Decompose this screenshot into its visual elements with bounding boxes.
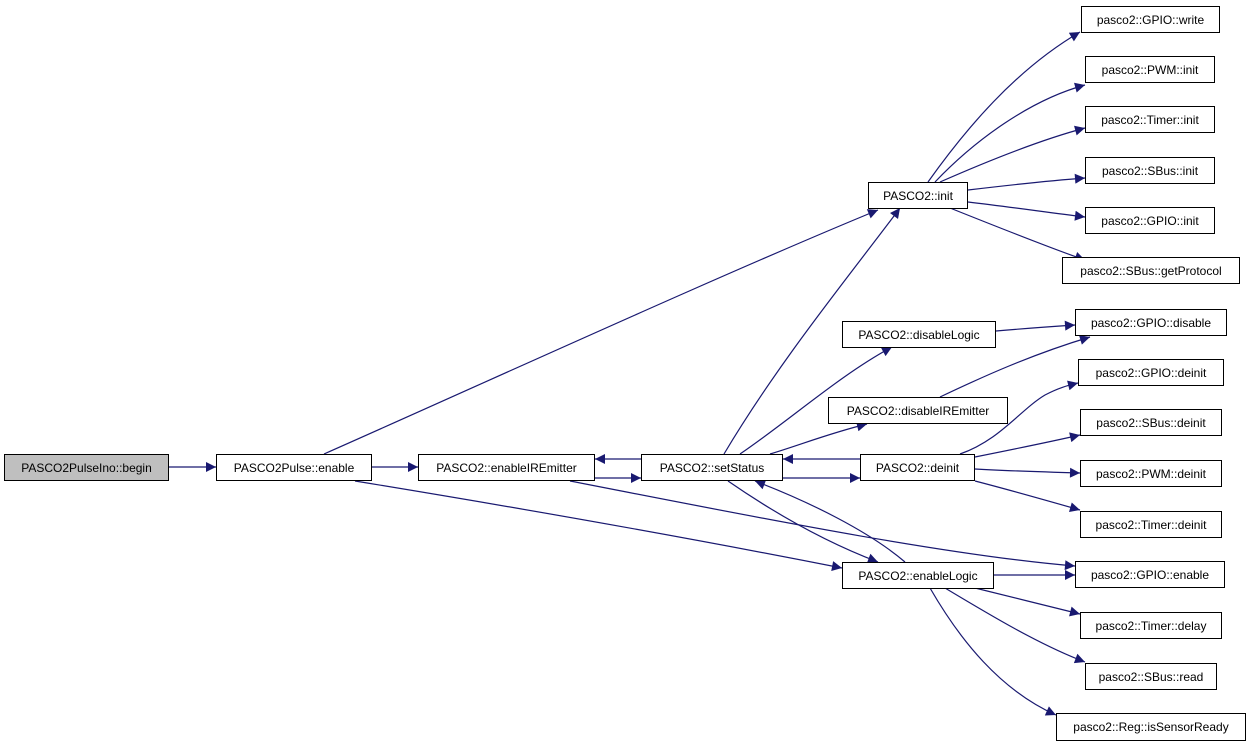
node-gpio-enable[interactable]: pasco2::GPIO::enable	[1075, 561, 1225, 588]
edge-pulse-enable-enable-logic	[354, 480, 843, 571]
node-pasco2-disablelogic[interactable]: PASCO2::disableLogic	[842, 321, 996, 348]
edge-enable-logic-timer-delay	[974, 587, 1081, 617]
edge-disable-logic-gpio-disable	[995, 320, 1076, 332]
edge-deinit-pwm-deinit	[974, 467, 1081, 478]
edge-enable-ir-gpio-enable	[569, 480, 1076, 571]
edge-enable-logic-set-status	[754, 479, 906, 563]
node-pasco2-setstatus[interactable]: PASCO2::setStatus	[641, 454, 783, 481]
node-gpio-deinit[interactable]: pasco2::GPIO::deinit	[1078, 359, 1224, 386]
node-sbus-read[interactable]: pasco2::SBus::read	[1085, 663, 1217, 690]
edge-enable-logic-sbus-read	[944, 587, 1086, 664]
edge-set-status-disable-ir	[769, 421, 868, 455]
node-reg-issensorready[interactable]: pasco2::Reg::isSensorReady	[1056, 713, 1246, 741]
edge-disable-ir-gpio-disable	[939, 335, 1091, 398]
edge-init-sbus-init	[967, 173, 1086, 191]
node-pasco2pulseino-begin: PASCO2PulseIno::begin	[4, 454, 169, 481]
edge-init-gpio-init	[967, 201, 1086, 221]
edge-set-status-init	[723, 207, 901, 455]
node-pasco2pulse-enable[interactable]: PASCO2Pulse::enable	[216, 454, 372, 481]
node-timer-delay[interactable]: pasco2::Timer::delay	[1080, 612, 1222, 639]
edge-init-pwm-init	[934, 82, 1086, 183]
edge-init-timer-init	[939, 125, 1086, 183]
node-pasco2-enablelogic[interactable]: PASCO2::enableLogic	[842, 562, 994, 589]
edge-init-sbus-getprotocol	[949, 207, 1086, 262]
edge-enable-logic-reg-issensorready	[929, 587, 1057, 716]
node-sbus-deinit[interactable]: pasco2::SBus::deinit	[1080, 409, 1222, 436]
node-pwm-deinit[interactable]: pasco2::PWM::deinit	[1080, 460, 1222, 487]
node-gpio-disable[interactable]: pasco2::GPIO::disable	[1075, 309, 1227, 336]
edge-pulse-enable-init	[323, 209, 879, 455]
node-pasco2-disableiremitter[interactable]: PASCO2::disableIREmitter	[828, 397, 1008, 424]
node-sbus-getprotocol[interactable]: pasco2::SBus::getProtocol	[1062, 257, 1240, 284]
node-pasco2-enableiremitter[interactable]: PASCO2::enableIREmitter	[418, 454, 595, 481]
edge-deinit-timer-deinit	[974, 480, 1081, 513]
node-timer-init[interactable]: pasco2::Timer::init	[1085, 106, 1215, 133]
node-pwm-init[interactable]: pasco2::PWM::init	[1085, 56, 1215, 83]
edge-deinit-gpio-deinit	[959, 380, 1079, 455]
edge-set-status-enable-logic	[727, 480, 879, 564]
edge-set-status-disable-logic	[739, 346, 893, 455]
node-pasco2-init[interactable]: PASCO2::init	[868, 182, 968, 209]
node-gpio-init[interactable]: pasco2::GPIO::init	[1085, 207, 1215, 234]
edge-deinit-sbus-deinit	[974, 432, 1081, 458]
edge-init-gpio-write	[927, 31, 1081, 183]
node-timer-deinit[interactable]: pasco2::Timer::deinit	[1080, 511, 1222, 538]
node-gpio-write[interactable]: pasco2::GPIO::write	[1081, 6, 1220, 33]
node-pasco2-deinit[interactable]: PASCO2::deinit	[860, 454, 975, 481]
node-sbus-init[interactable]: pasco2::SBus::init	[1085, 157, 1215, 184]
